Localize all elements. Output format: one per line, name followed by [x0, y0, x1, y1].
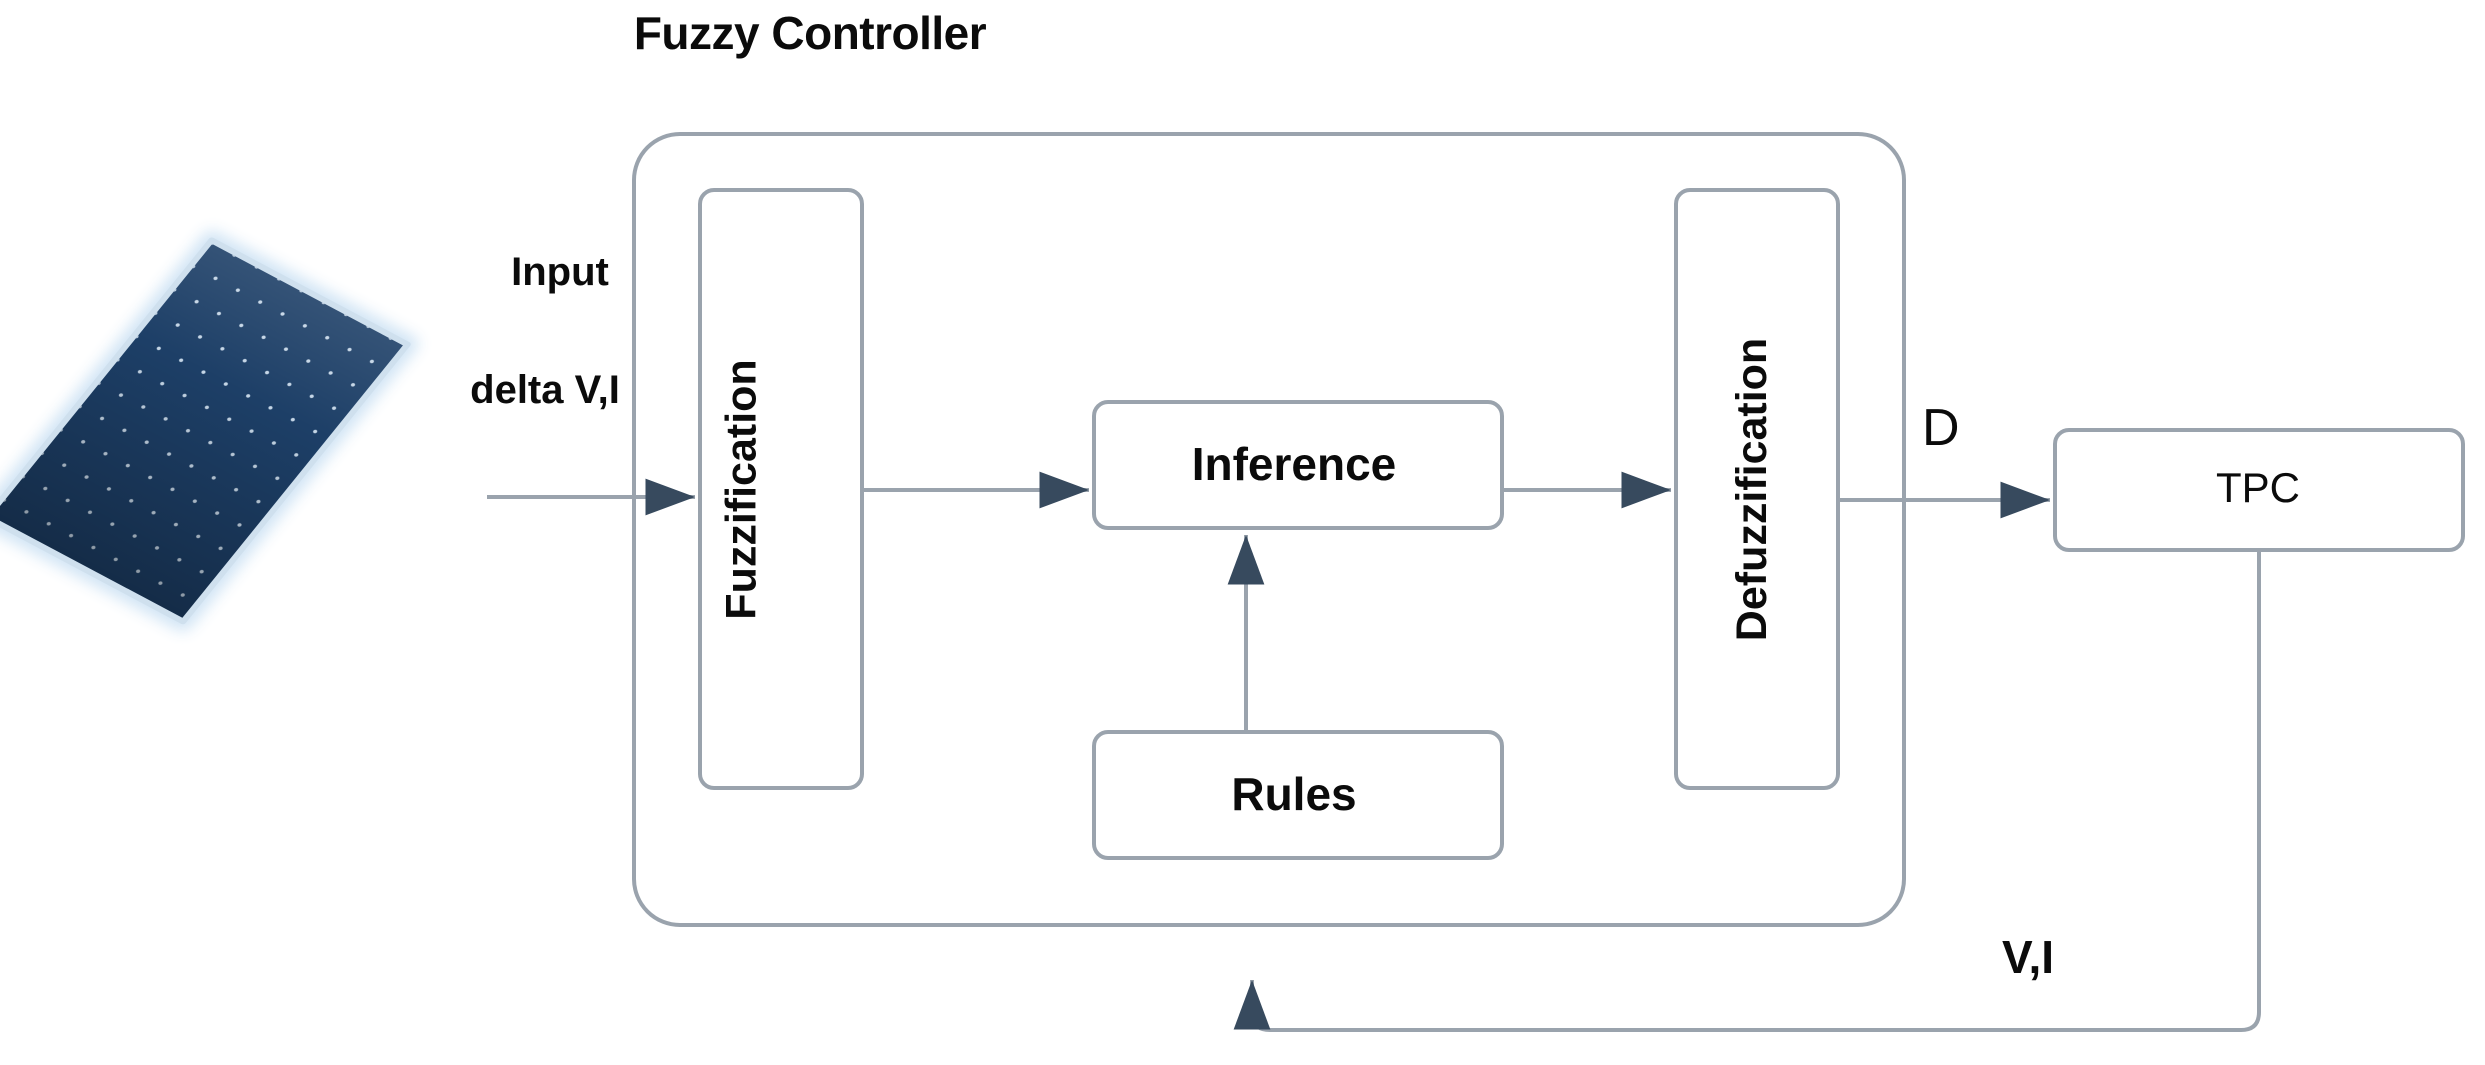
feedback-label: V,I — [2002, 931, 2055, 983]
duty-cycle-label: D — [1922, 399, 1960, 457]
block-rules[interactable] — [1092, 730, 1504, 860]
block-fuzzification[interactable] — [698, 188, 864, 790]
input-label-line2: delta V,I — [470, 368, 620, 412]
connector-feedback-vi — [1233, 552, 2261, 1032]
input-label-line1: Input — [511, 250, 609, 294]
block-defuzzification[interactable] — [1674, 188, 1840, 790]
page-title: Fuzzy Controller — [633, 7, 987, 59]
block-tpc[interactable] — [2053, 428, 2465, 552]
block-inference[interactable] — [1092, 400, 1504, 530]
